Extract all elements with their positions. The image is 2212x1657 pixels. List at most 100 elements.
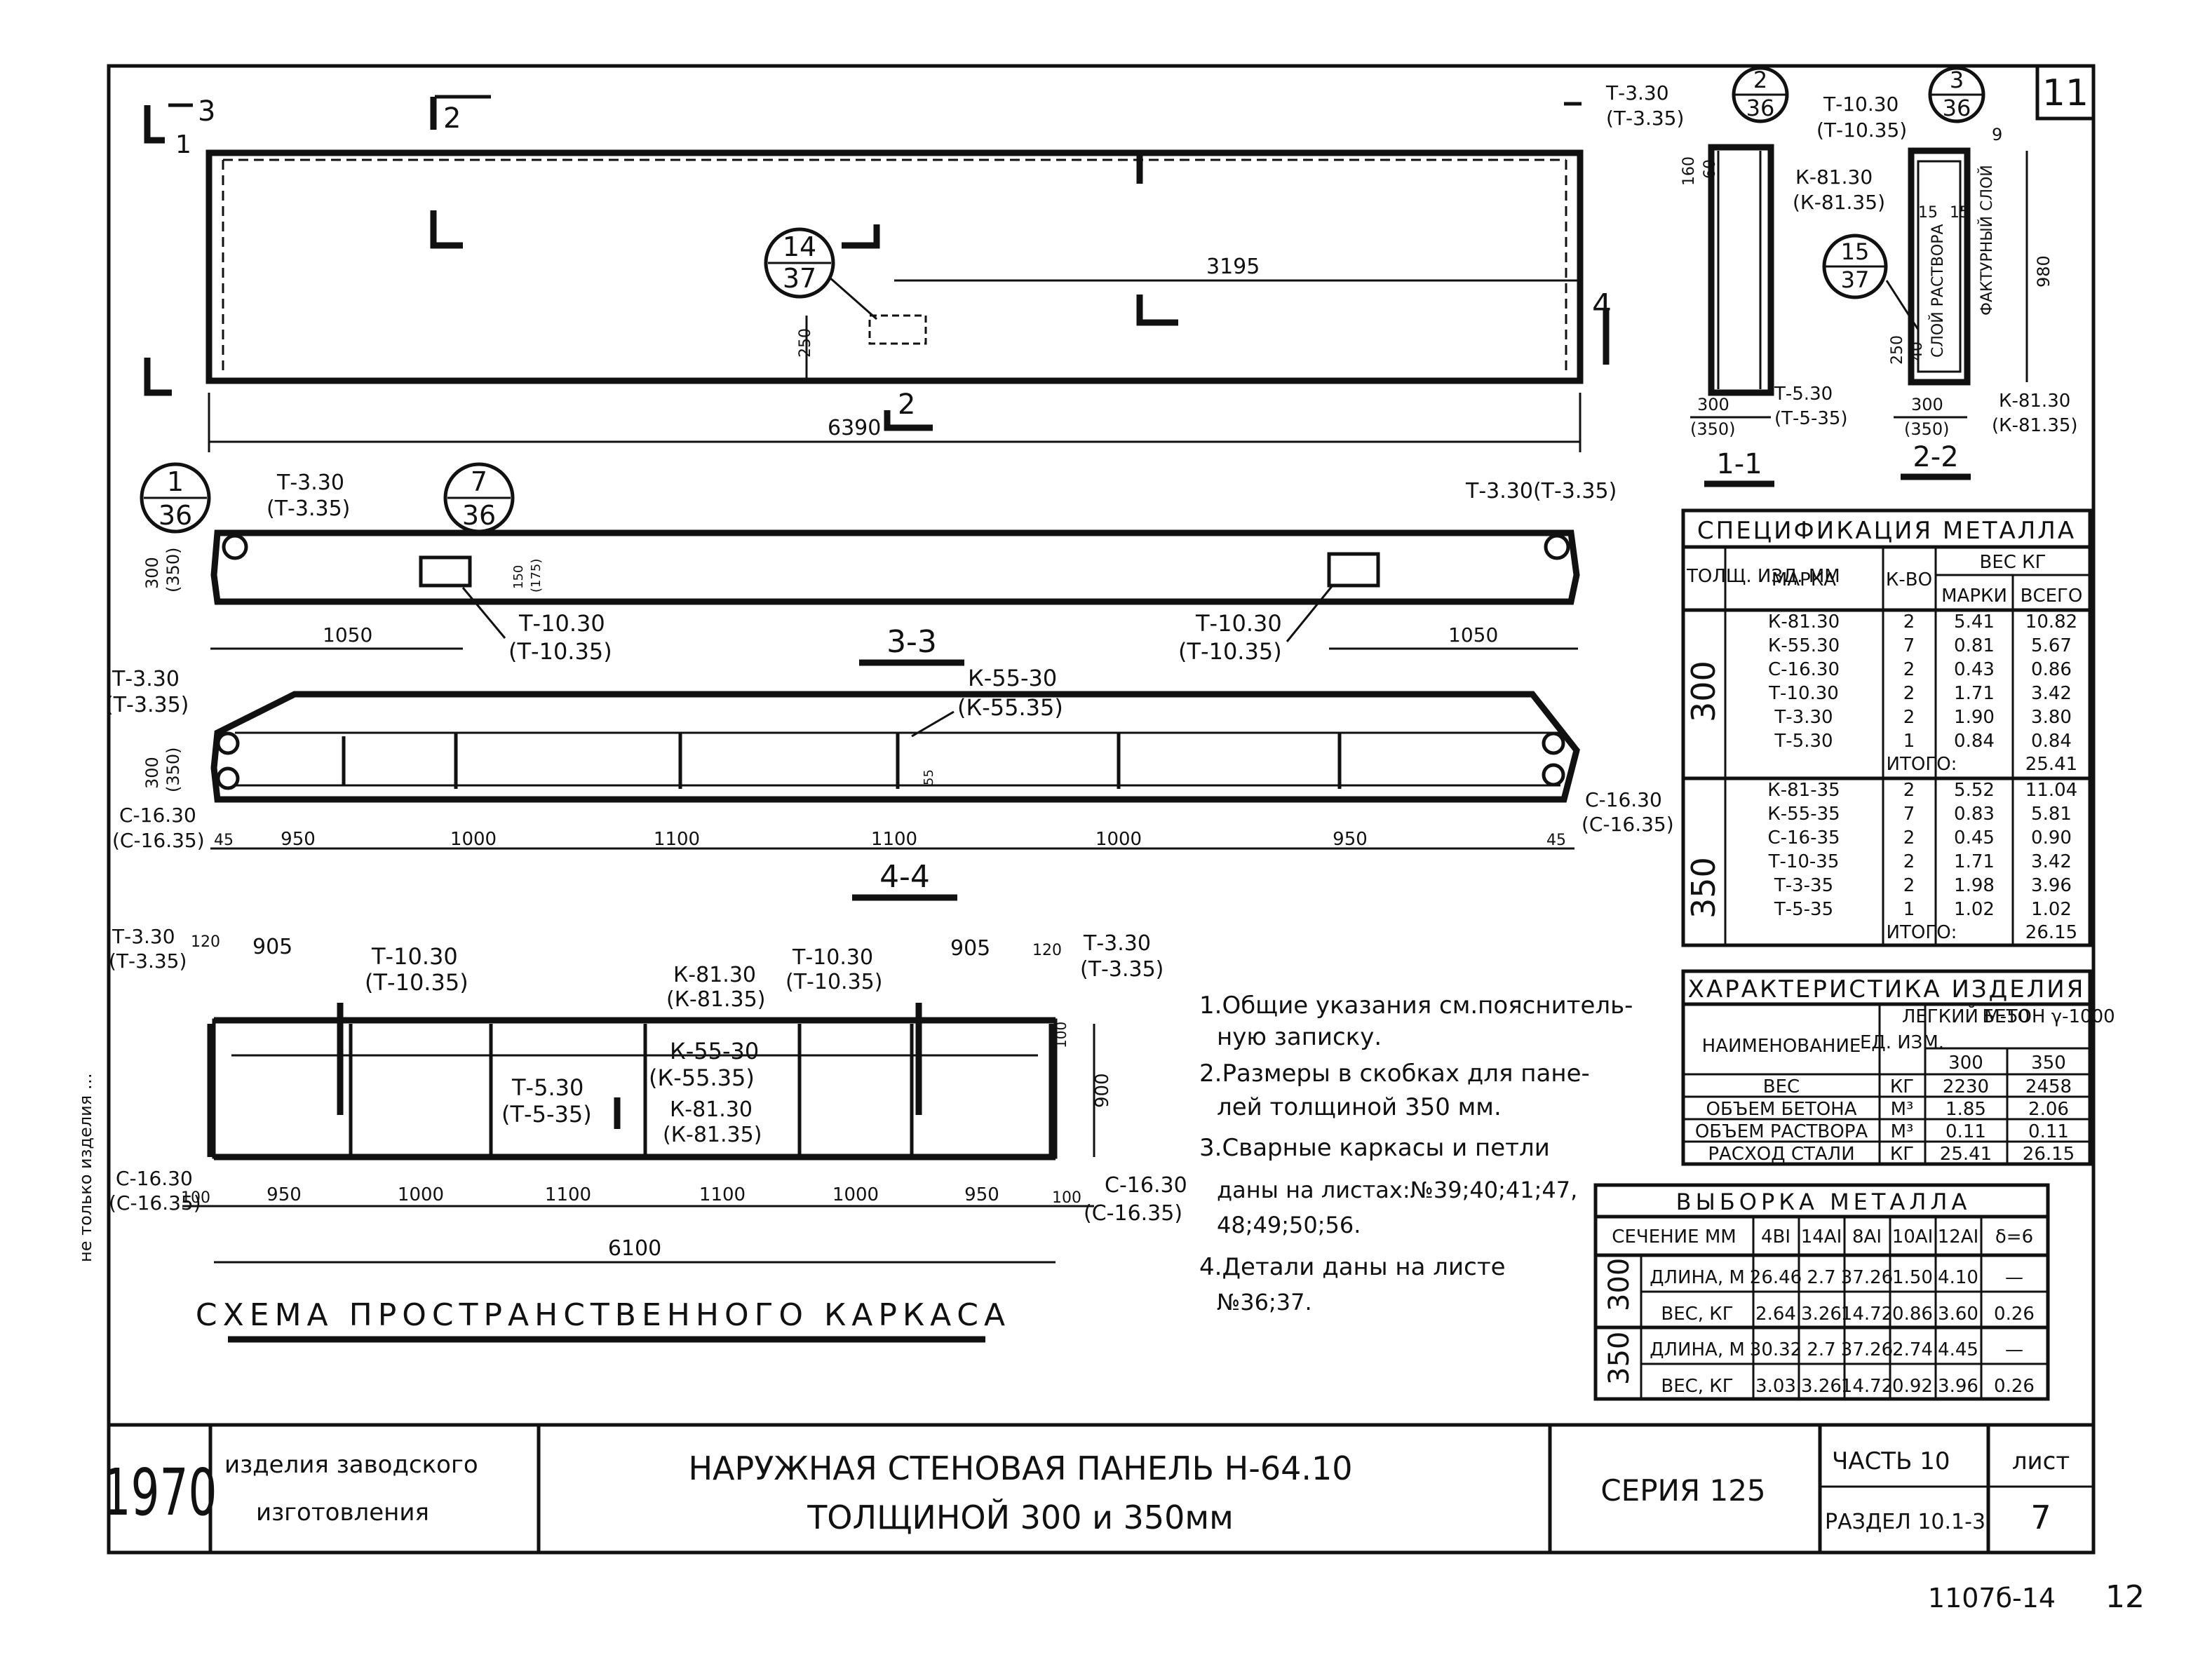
s33-callout-7: 7 bbox=[471, 466, 487, 497]
ms-cell: 0.45 bbox=[1954, 827, 1995, 848]
fs-t1030-right: Т-10.30 bbox=[792, 945, 873, 970]
ms-group-350: 350 bbox=[1685, 857, 1722, 919]
pc-cell: 2230 bbox=[1943, 1076, 1989, 1097]
sm-col-header: δ=6 bbox=[1995, 1226, 2033, 1247]
metal-spec-table: СПЕЦИФИКАЦИЯ МЕТАЛЛА ТОЛЩ. ИЗД. ММ МАРКА… bbox=[1681, 508, 2092, 947]
fs-d100v: 100 bbox=[1053, 1022, 1070, 1048]
ms-col-weight: ВЕС КГ bbox=[1980, 552, 2046, 573]
s44-d350: (350) bbox=[163, 747, 183, 792]
sm-cell: ДЛИНА, М bbox=[1650, 1267, 1745, 1288]
s33-callout-36: 36 bbox=[159, 500, 192, 531]
fs-t330-right: Т-3.30 bbox=[1083, 931, 1151, 956]
ms-cell: Т-3.30 bbox=[1774, 707, 1833, 728]
s44-c1635-right: (С-16.35) bbox=[1582, 813, 1674, 836]
pc-cell: 0.11 bbox=[2028, 1121, 2069, 1142]
s33-t1035-right: (Т-10.35) bbox=[1178, 638, 1282, 665]
ms-cell: 3.42 bbox=[2031, 683, 2072, 704]
sm-cell: 14.72 bbox=[1841, 1304, 1893, 1325]
fs-t335-right: (Т-3.35) bbox=[1080, 957, 1164, 982]
note-line-8: 4.Детали даны на листе bbox=[1199, 1253, 1506, 1281]
fs-c1630-left: С-16.30 bbox=[116, 1167, 193, 1190]
pc-col-350: 350 bbox=[2031, 1053, 2066, 1074]
pc-col-concrete-1: ЛЕГКИЙ М-50 bbox=[1902, 1005, 2030, 1027]
s33-d1050b: 1050 bbox=[1448, 623, 1498, 647]
fs-total: 6100 bbox=[608, 1236, 661, 1261]
s22-callout-15: 15 bbox=[1841, 238, 1870, 265]
ms-cell: Т-3-35 bbox=[1774, 875, 1833, 896]
s22-t1030: Т-10.30 bbox=[1823, 93, 1899, 116]
section-4-4: Т-3.30 (Т-3.35) К-55-30 (К-55.35) С-16.3… bbox=[105, 665, 1674, 901]
plan-section-2-bottom: 2 bbox=[898, 388, 915, 421]
s22-callout-3: 3 bbox=[1950, 67, 1964, 93]
fs-d120a: 120 bbox=[191, 933, 220, 951]
ms-cell: 3.42 bbox=[2031, 851, 2072, 872]
fs-t535: (Т-5-35) bbox=[501, 1101, 592, 1128]
pc-col-concrete-2: БЕТОН γ-1000 bbox=[1982, 1006, 2115, 1027]
fs-k8130: К-81.30 bbox=[673, 963, 756, 987]
sm-cell: — bbox=[2005, 1339, 2023, 1360]
frame-scheme: Т-3.30 (Т-3.35) Т-3.30 (Т-3.35) Т-10.30 … bbox=[109, 925, 1187, 1343]
fs-t530: Т-5.30 bbox=[511, 1074, 584, 1101]
ms-cell: 0.84 bbox=[2031, 731, 2072, 752]
s44-d300: 300 bbox=[142, 757, 162, 789]
ms-cell: 10.82 bbox=[2025, 611, 2077, 633]
fs-t335-left: (Т-3.35) bbox=[109, 949, 187, 973]
sm-cell: 3.60 bbox=[1938, 1304, 1978, 1325]
category-line2: изготовления bbox=[256, 1499, 429, 1527]
note-line-7: 48;49;50;56. bbox=[1217, 1212, 1361, 1238]
s33-callout-36b: 36 bbox=[462, 500, 496, 531]
s33-t335: (Т-3.35) bbox=[267, 496, 350, 521]
fs-dim: 950 bbox=[267, 1184, 302, 1205]
ms-title: СПЕЦИФИКАЦИЯ МЕТАЛЛА bbox=[1697, 517, 2076, 545]
fs-t1035-right: (Т-10.35) bbox=[785, 970, 882, 994]
s44-k5535: (К-55.35) bbox=[957, 694, 1063, 721]
s44-k5530: К-55-30 bbox=[968, 665, 1057, 691]
ms-cell: 0.84 bbox=[1954, 731, 1995, 752]
ms-cell: 0.90 bbox=[2031, 827, 2072, 848]
note-line-5: 3.Сварные каркасы и петли bbox=[1199, 1134, 1550, 1162]
s44-dim: 1000 bbox=[450, 829, 497, 850]
ms-cell: 2 bbox=[1903, 707, 1915, 728]
s33-label: 3-3 bbox=[886, 624, 937, 660]
ms-cell: 5.52 bbox=[1954, 780, 1995, 801]
title-line2: ТОЛЩИНОЙ 300 и 350мм bbox=[807, 1499, 1234, 1536]
sm-col-section: СЕЧЕНИЕ ММ bbox=[1612, 1226, 1736, 1247]
s33-t1030: Т-10.30 bbox=[518, 610, 605, 637]
s44-label: 4-4 bbox=[879, 859, 930, 895]
s44-dim: 1100 bbox=[654, 829, 700, 850]
s44-d45a: 45 bbox=[214, 832, 234, 849]
plan-callout-37: 37 bbox=[783, 263, 816, 294]
corner-number: 11 bbox=[2042, 72, 2089, 114]
ms-cell: 1 bbox=[1903, 899, 1915, 920]
sm-col-header: 4ВI bbox=[1761, 1226, 1790, 1247]
s22-d300: 300 bbox=[1911, 395, 1943, 414]
s33-d300: 300 bbox=[142, 557, 162, 589]
plan-section-2-top: 2 bbox=[443, 102, 461, 135]
fs-k5530: К-55-30 bbox=[670, 1038, 759, 1064]
s22-t1035: (Т-10.35) bbox=[1816, 119, 1907, 142]
fs-t330-left: Т-3.30 bbox=[112, 925, 175, 948]
fs-d100b: 100 bbox=[1052, 1189, 1081, 1207]
fs-d120b: 120 bbox=[1032, 942, 1062, 959]
sm-cell: ВЕС, КГ bbox=[1661, 1376, 1733, 1397]
plan-section-3: 3 bbox=[198, 95, 215, 128]
dim-inner: 3195 bbox=[1206, 255, 1260, 279]
s22-d250: 250 bbox=[1889, 335, 1906, 365]
ms-cell: 0.83 bbox=[1954, 804, 1995, 825]
fs-t1035-left: (Т-10.35) bbox=[365, 969, 468, 996]
ms-cell: К-55.30 bbox=[1768, 635, 1840, 656]
note-line-1: 1.Общие указания см.пояснитель- bbox=[1199, 992, 1633, 1020]
ms-cell: 5.67 bbox=[2031, 635, 2072, 656]
plan-section-1: 1 bbox=[175, 130, 191, 159]
note-line-2: ную записку. bbox=[1217, 1023, 1382, 1051]
s22-d350: (350) bbox=[1904, 419, 1950, 439]
note-line-9: №36;37. bbox=[1217, 1289, 1312, 1316]
dim-overall: 6390 bbox=[828, 416, 881, 440]
fs-k8135b: (К-81.35) bbox=[663, 1123, 762, 1147]
fs-dim: 1000 bbox=[398, 1184, 444, 1205]
plan-callout-14: 14 bbox=[783, 231, 816, 262]
s22-layer-mortar: СЛОЙ РАСТВОРА bbox=[1929, 224, 1947, 358]
